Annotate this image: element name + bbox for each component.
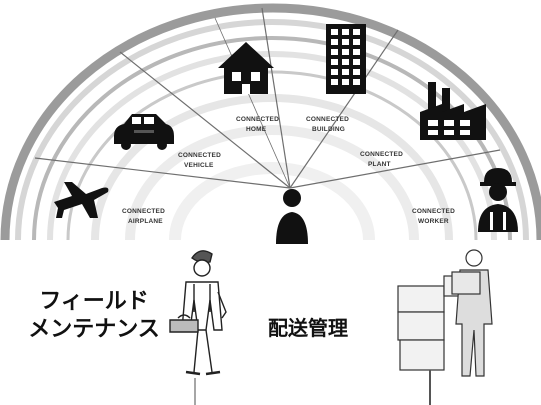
arc-ring-8: [169, 162, 375, 241]
maintenance-worker-illustration: [169, 250, 227, 376]
plant-label-line1: CONNECTED: [360, 151, 403, 158]
divider-ray-6: [214, 17, 291, 189]
vehicle-label-line2: VEHICLE: [184, 162, 214, 169]
field-maintenance-line1: フィールド: [39, 289, 149, 314]
stacked-boxes: [397, 275, 469, 371]
airplane-label-line1: CONNECTED: [122, 208, 165, 215]
segment-dividers: [34, 7, 501, 189]
field-maintenance-line2: メンテナンス: [28, 316, 160, 342]
plant-label-line2: PLANT: [368, 161, 391, 168]
car-icon: [114, 114, 174, 150]
airplane-label-line2: AIRPLANE: [128, 218, 163, 225]
arc-ring-7: [125, 125, 419, 241]
divider-ray-5: [289, 149, 501, 189]
building-label-line2: BUILDING: [312, 126, 345, 133]
building-icon: [326, 24, 366, 94]
vehicle-label-line1: CONNECTED: [178, 152, 221, 159]
segment-labels: CONNECTED AIRPLANE CONNECTED VEHICLE CON…: [122, 116, 455, 225]
worker-label-line1: CONNECTED: [412, 208, 455, 215]
worker-icon: [478, 168, 518, 232]
person-icon: [276, 189, 308, 244]
factory-icon: [420, 82, 486, 140]
delivery-worker-illustration: [194, 249, 493, 405]
home-label-line2: HOME: [246, 126, 267, 133]
building-label-line1: CONNECTED: [306, 116, 349, 123]
divider-ray-2: [119, 51, 291, 189]
arc-ring-6: [91, 94, 453, 241]
arc-ring-4: [47, 51, 497, 241]
home-label-line1: CONNECTED: [236, 116, 279, 123]
arc-ring-3: [32, 36, 512, 241]
divider-ray-3: [261, 7, 291, 189]
arc-outer: [0, 3, 541, 241]
house-icon: [218, 42, 274, 94]
delivery-management-caption: 配送管理: [268, 316, 348, 340]
field-maintenance-caption: フィールド メンテナンス: [28, 288, 160, 343]
airplane-icon: [54, 182, 109, 218]
divider-ray-4: [289, 29, 399, 189]
divider-ray-1: [34, 157, 291, 189]
arc-outer-light: [15, 19, 529, 241]
worker-label-line2: WORKER: [418, 218, 449, 225]
